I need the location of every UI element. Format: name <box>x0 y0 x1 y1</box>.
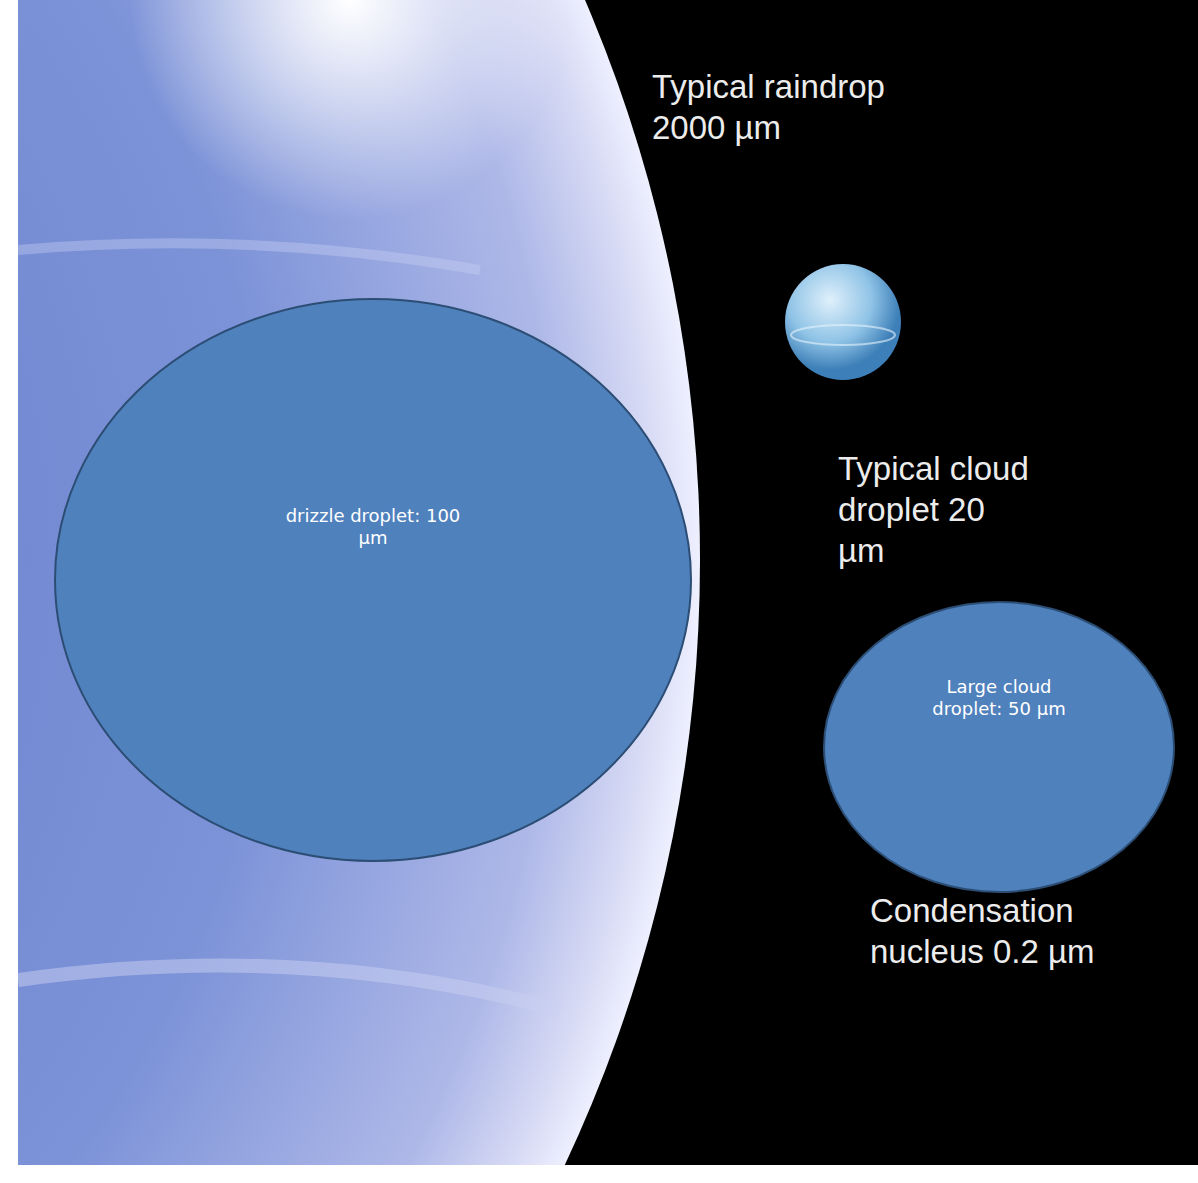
raindrop-highlight <box>130 0 570 220</box>
ellipse-outline <box>53 297 693 863</box>
size-label: Typical cloud droplet 20 µm <box>838 448 1038 571</box>
size-label: Condensation nucleus 0.2 µm <box>870 890 1110 972</box>
raindrop-streak <box>18 243 480 270</box>
raindrop-streak <box>18 965 560 1010</box>
size-label: Typical raindrop 2000 µm <box>652 66 892 148</box>
raindrop-sphere <box>18 0 700 1165</box>
droplet-label: drizzle droplet: 100 µm <box>273 505 473 549</box>
ellipse-shape <box>824 602 1174 892</box>
ellipse-shape <box>55 299 691 861</box>
cloud-droplet-band <box>791 325 895 345</box>
ellipse-outline <box>822 600 1176 894</box>
cloud-droplet-sphere <box>785 264 901 380</box>
droplet-label: Large cloud droplet: 50 µm <box>924 676 1074 720</box>
droplet-ellipse: drizzle droplet: 100 µm <box>53 297 693 863</box>
droplet-ellipse: Large cloud droplet: 50 µm <box>822 600 1176 894</box>
